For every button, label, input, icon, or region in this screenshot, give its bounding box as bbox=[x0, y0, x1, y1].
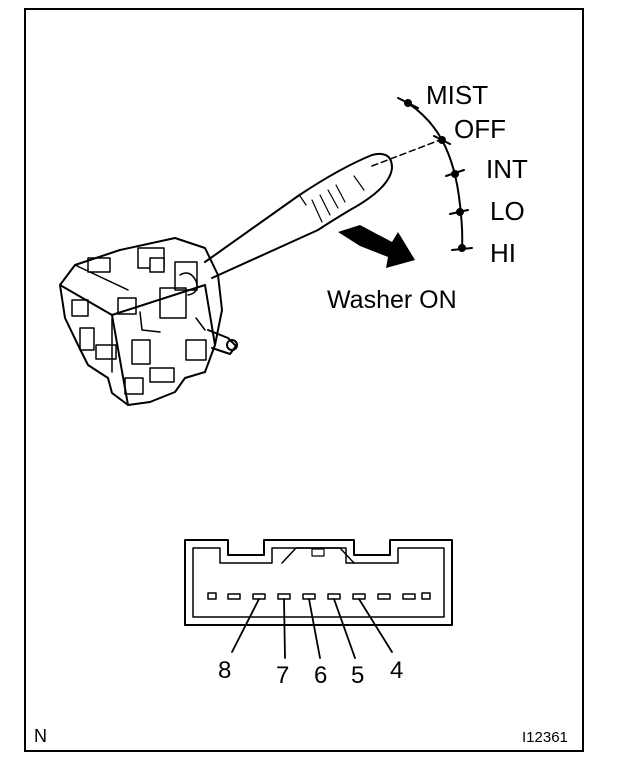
position-label-hi: HI bbox=[490, 238, 516, 268]
connector-housing bbox=[184, 539, 453, 626]
figure-id: I12361 bbox=[522, 729, 568, 746]
position-label-mist: MIST bbox=[426, 80, 488, 110]
position-label-off: OFF bbox=[454, 114, 506, 144]
pin-label-8: 8 bbox=[218, 657, 231, 684]
position-label-int: INT bbox=[486, 154, 528, 184]
washer-on-label: Washer ON bbox=[327, 286, 457, 314]
switch-housing bbox=[59, 237, 238, 406]
figure-frame bbox=[24, 8, 584, 752]
position-label-lo: LO bbox=[490, 196, 525, 226]
wiper-lever[interactable] bbox=[204, 152, 393, 279]
connector-terminals bbox=[207, 592, 431, 600]
pin-label-4: 4 bbox=[390, 657, 403, 684]
lever-axis-line bbox=[371, 139, 441, 167]
position-arc bbox=[397, 97, 473, 252]
pin-leader-lines bbox=[231, 598, 393, 659]
pin-label-7: 7 bbox=[276, 662, 289, 689]
pin-label-5: 5 bbox=[351, 662, 364, 689]
corner-mark: N bbox=[34, 726, 47, 746]
washer-arrow-icon bbox=[338, 225, 415, 268]
pin-label-6: 6 bbox=[314, 662, 327, 689]
